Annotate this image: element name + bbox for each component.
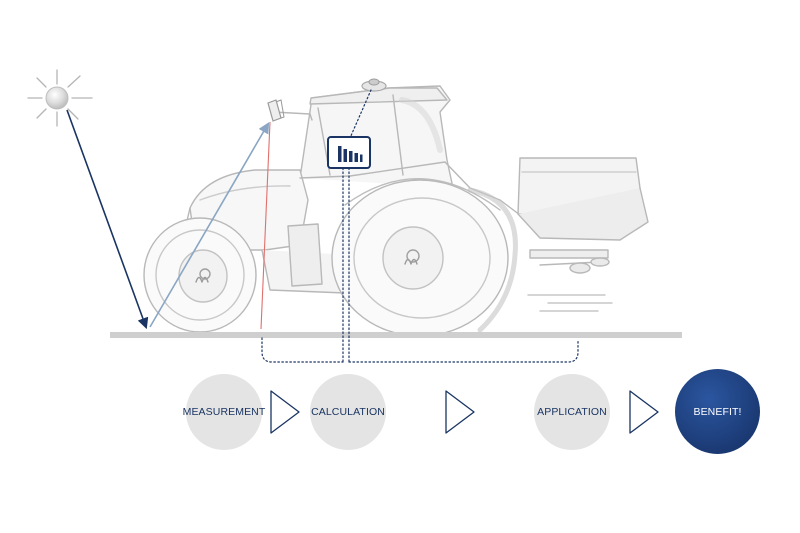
sensor-icon — [267, 99, 285, 122]
tractor-sketch — [143, 85, 649, 337]
gps-antenna-icon — [361, 78, 387, 92]
bar-chart-terminal-icon — [327, 136, 371, 169]
step-calculation: CALCULATION — [310, 374, 386, 450]
step-label: BENEFIT! — [693, 405, 742, 418]
triangle-right-icon — [270, 390, 300, 434]
incident-ray — [66, 109, 149, 330]
laser-beam — [260, 121, 271, 330]
reflected-ray — [149, 122, 270, 328]
step-application: APPLICATION — [534, 374, 610, 450]
sun-icon — [27, 69, 93, 127]
step-benefit: BENEFIT! — [675, 369, 760, 454]
step-label: MEASUREMENT — [182, 406, 266, 418]
triangle-right-icon — [629, 390, 659, 434]
step-label: CALCULATION — [311, 406, 385, 418]
ground-line — [110, 332, 682, 338]
step-label: APPLICATION — [537, 406, 607, 418]
signal-path — [261, 89, 579, 363]
step-measurement: MEASUREMENT — [183, 374, 265, 450]
triangle-right-icon — [445, 390, 475, 434]
